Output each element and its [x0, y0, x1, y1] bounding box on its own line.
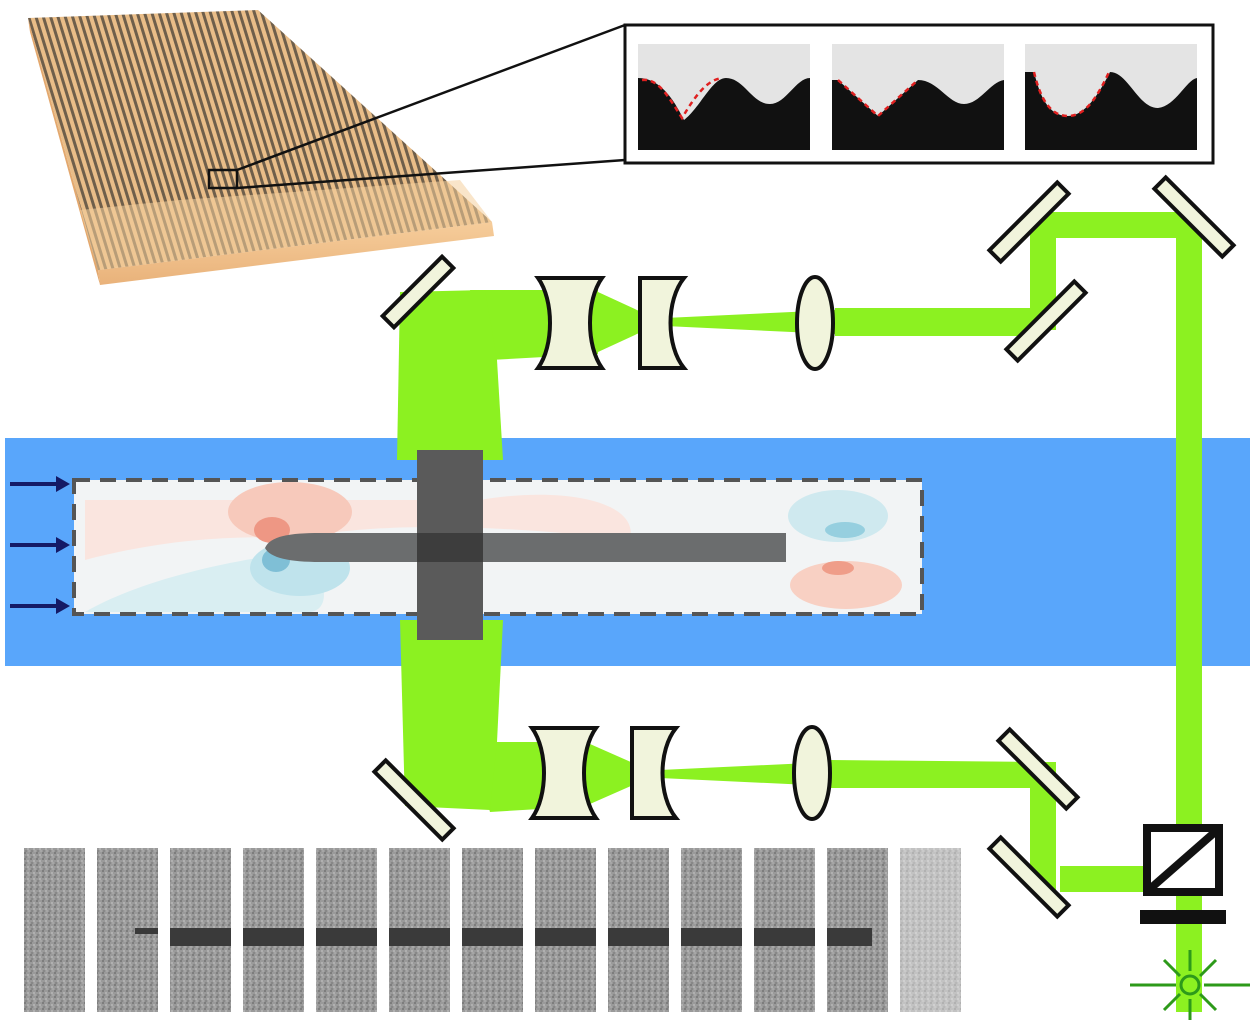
frame-hydrofoil — [827, 928, 872, 946]
zoom-line-top — [236, 23, 626, 172]
mirror-bottom-left — [371, 757, 457, 843]
convex-lens-bottom — [792, 725, 832, 821]
frame-hydrofoil — [535, 928, 596, 946]
mirror-top-right-1 — [986, 179, 1072, 265]
frame-hydrofoil — [608, 928, 669, 946]
trapezoid-riblet-profile — [832, 44, 1004, 150]
flow-arrow — [10, 598, 70, 614]
mirror-top-right-2 — [1151, 174, 1237, 260]
frame-hydrofoil — [170, 928, 231, 946]
image-frame — [535, 848, 596, 1012]
frame-hydrofoil — [135, 928, 158, 934]
image-frame-strips — [24, 848, 961, 1012]
image-frame — [24, 848, 85, 1012]
optics — [371, 174, 1237, 920]
profile-crosscut — [1032, 69, 1112, 118]
riblet-plate-fade — [80, 180, 492, 270]
image-frame — [243, 848, 304, 1012]
plano-concave-lens-top — [638, 276, 689, 370]
frame-background — [24, 848, 85, 1012]
plano-concave-lens-bottom — [630, 726, 681, 820]
frame-hydrofoil — [754, 928, 815, 946]
pressure-positive-core — [254, 517, 290, 543]
laser-mount-bar — [1140, 910, 1226, 924]
riblet-plate-side — [28, 18, 100, 285]
laser-source — [1130, 950, 1250, 1020]
mirror-top-right-3 — [1003, 278, 1089, 364]
profile-crosscut — [641, 76, 723, 121]
image-frame — [900, 848, 961, 1012]
mirror-top-left — [379, 253, 457, 331]
zoom-region-marker — [207, 168, 239, 190]
flow-arrows — [10, 476, 70, 614]
u-shaped-riblet-profile — [1025, 44, 1197, 150]
beam-splitter-diagonal — [1148, 828, 1218, 892]
wake-positive-core — [822, 561, 854, 575]
riblet-surface — [28, 10, 494, 285]
wake-negative-core — [825, 522, 865, 538]
frame-background — [900, 848, 961, 1012]
image-frame — [754, 848, 815, 1012]
zoom-line-bottom — [236, 158, 626, 190]
concave-lens-bottom — [528, 726, 600, 820]
image-frame — [170, 848, 231, 1012]
v-shaped-riblet-profile — [638, 44, 810, 150]
frame-hydrofoil — [243, 928, 304, 946]
hydrofoil — [265, 533, 786, 562]
image-frame — [389, 848, 450, 1012]
flow-arrow — [10, 476, 70, 492]
frame-hydrofoil — [681, 928, 742, 946]
concave-lens-top — [534, 276, 606, 370]
flow-arrow — [10, 537, 70, 553]
image-frame — [827, 848, 888, 1012]
image-frame — [316, 848, 377, 1012]
plate-foil-overlap — [417, 533, 483, 562]
image-frame — [462, 848, 523, 1012]
wake-positive-lobe — [790, 561, 902, 609]
image-frame — [97, 848, 158, 1012]
mirror-bottom-right-1 — [995, 726, 1081, 812]
profile-inset — [623, 23, 1215, 165]
frame-hydrofoil — [462, 928, 523, 946]
riblet-plate-front — [98, 222, 494, 285]
image-frame — [681, 848, 742, 1012]
pressure-field-positive — [85, 494, 631, 560]
frame-hydrofoil — [389, 928, 450, 946]
measurement-window — [72, 450, 924, 640]
frame-hydrofoil — [316, 928, 377, 946]
convex-lens-top — [795, 275, 835, 371]
image-frame — [608, 848, 669, 1012]
laser-source-assembly — [1130, 824, 1250, 1020]
mirror-bottom-right-2 — [986, 834, 1072, 920]
